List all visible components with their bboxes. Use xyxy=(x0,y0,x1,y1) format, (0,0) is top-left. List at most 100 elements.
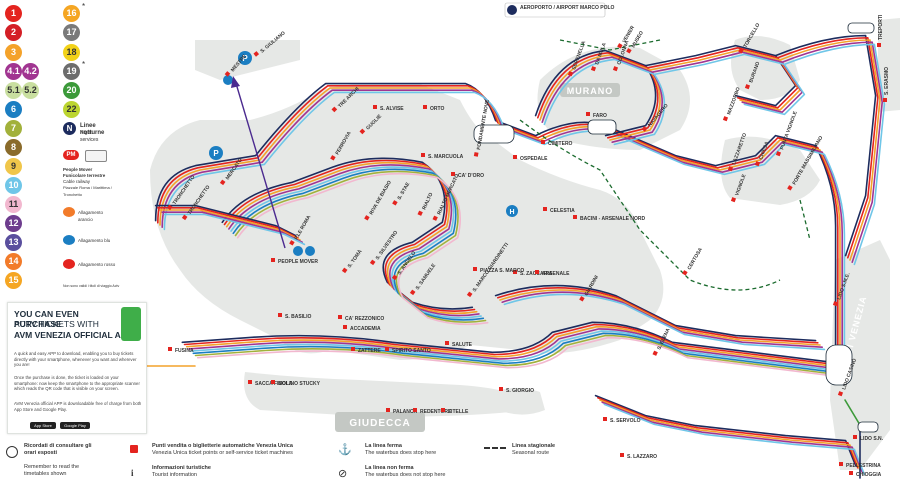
station-label[interactable]: FUSINA xyxy=(175,348,194,354)
station-label[interactable]: MAZZORBO xyxy=(726,86,742,115)
app-store-button[interactable]: App Store xyxy=(30,422,56,429)
station-label[interactable]: SPIRITO SANTO xyxy=(392,348,431,354)
route-line xyxy=(779,39,881,261)
parking-icon xyxy=(238,51,252,65)
route-line xyxy=(503,293,826,351)
station-label[interactable]: S. ERASMO xyxy=(884,67,890,95)
route-line xyxy=(181,321,834,364)
app-promo-p2: Once the purchase is done, the ticket is… xyxy=(14,375,140,391)
google-play-button[interactable]: Google Play xyxy=(60,422,90,429)
station-label[interactable]: ARSENALE xyxy=(542,271,570,277)
line-19-badge: 19 xyxy=(63,63,80,80)
land-masses xyxy=(150,18,900,470)
flood-blue-icon xyxy=(63,235,75,245)
route-line xyxy=(163,91,846,356)
station-label[interactable]: OSPEDALE xyxy=(520,156,548,162)
station-label[interactable]: TREPORTI xyxy=(878,14,884,40)
station-label[interactable]: ZITELLE xyxy=(448,409,469,415)
stop-marker xyxy=(787,185,793,191)
lido-sn-stop[interactable] xyxy=(857,421,879,433)
route-line xyxy=(196,336,849,379)
seasonal-sub: Seasonal route xyxy=(512,450,549,456)
line-4-1-badge: 4.1 xyxy=(5,63,22,80)
station-label[interactable]: BACINI - ARSENALE NORD xyxy=(580,216,645,222)
station-label[interactable]: CHIOGGIA xyxy=(856,472,882,478)
station-label[interactable]: CERTOSA xyxy=(687,247,705,271)
stop-marker xyxy=(541,140,545,144)
ticket-sub: Venezia Unica ticket points or self-serv… xyxy=(152,450,293,456)
stop-marker xyxy=(535,270,539,274)
stop-marker xyxy=(409,289,416,296)
stop-marker xyxy=(617,43,623,49)
station-label[interactable]: CA' REZZONICO xyxy=(345,316,384,322)
seasonal-star: * xyxy=(82,2,86,11)
stop-marker xyxy=(877,43,881,47)
route-line xyxy=(163,213,306,246)
stop-marker xyxy=(567,71,574,77)
route-line xyxy=(534,49,657,137)
station-label[interactable]: PELLESTRINA xyxy=(846,463,881,469)
route-line xyxy=(603,403,866,476)
route-line xyxy=(501,291,824,349)
app-promo-p1: A quick and easy APP to download, enabli… xyxy=(14,351,137,367)
stop-marker xyxy=(278,313,282,317)
stop-marker xyxy=(620,453,624,457)
flood-red-icon xyxy=(63,259,75,269)
line-17-badge: 17 xyxy=(63,24,80,41)
lido-sme-stop[interactable] xyxy=(825,344,853,386)
stop-marker xyxy=(573,215,577,219)
stop-marker xyxy=(423,105,427,109)
route-line xyxy=(601,401,864,474)
stop-marker xyxy=(466,291,473,298)
route-line xyxy=(159,209,301,241)
station-label[interactable]: S. LAZZARO xyxy=(627,454,657,460)
route-line xyxy=(844,399,861,426)
stop-marker xyxy=(682,270,688,276)
stop-marker xyxy=(738,48,744,54)
stop-marker xyxy=(849,471,853,475)
route-line xyxy=(190,330,842,372)
bus-icon xyxy=(305,246,315,256)
airplane-icon xyxy=(507,5,517,15)
station-label[interactable]: REDENTORE xyxy=(420,409,452,415)
station-label[interactable]: ORTO xyxy=(430,106,444,112)
line-5-2-badge: 5.2 xyxy=(22,82,39,99)
line-6-badge: 6 xyxy=(5,101,22,118)
station-label[interactable]: CIMITERO xyxy=(548,141,573,147)
station-label[interactable]: S. GIORGIO xyxy=(506,388,534,394)
station-label[interactable]: SALUTE xyxy=(452,342,473,348)
station-label[interactable]: ACCADEMIA xyxy=(350,326,381,332)
station-label[interactable]: S. BASILIO xyxy=(285,314,312,320)
stop-marker xyxy=(330,155,336,161)
station-label[interactable]: PEOPLE MOVER xyxy=(278,259,318,265)
route-line xyxy=(156,84,839,349)
map-footer: Ricordati di consultare gli orari espost… xyxy=(0,440,900,490)
route-line xyxy=(154,204,297,237)
route-line xyxy=(183,323,836,366)
airport-badge[interactable]: AEROPORTO / AIRPORT MARCO POLO xyxy=(504,2,615,18)
station-label[interactable]: S. MARCUOLA xyxy=(428,154,464,160)
station-label[interactable]: CA' D'ORO xyxy=(458,173,484,179)
faro-stop[interactable] xyxy=(587,119,617,135)
stop-marker xyxy=(612,66,619,72)
station-label[interactable]: MOLINO STUCKY xyxy=(278,381,321,387)
fondamente-nove-stop[interactable] xyxy=(473,124,515,144)
seasonal-line-icon xyxy=(484,447,506,449)
stop-marker xyxy=(343,325,347,329)
station-label[interactable]: CELESTIA xyxy=(550,208,575,214)
line-18-badge: 18 xyxy=(63,44,80,61)
station-label[interactable]: S. SERVOLO xyxy=(610,418,641,424)
treporti-stop[interactable] xyxy=(847,22,875,34)
stop-marker xyxy=(181,214,188,221)
station-label[interactable]: PALANCA xyxy=(393,409,417,415)
station-label[interactable]: S. ALVISE xyxy=(380,106,404,112)
people-mover-badge: PM xyxy=(63,150,79,160)
station-label[interactable]: ZATTERE xyxy=(358,348,381,354)
stop-marker xyxy=(722,116,729,122)
hospital-icon xyxy=(506,205,518,217)
station-label[interactable]: PIAZZA S. MARCO xyxy=(480,268,524,274)
stop-marker xyxy=(839,462,843,466)
station-label[interactable]: FARO xyxy=(593,113,607,119)
station-label[interactable]: LIDO S.N. xyxy=(860,436,884,442)
